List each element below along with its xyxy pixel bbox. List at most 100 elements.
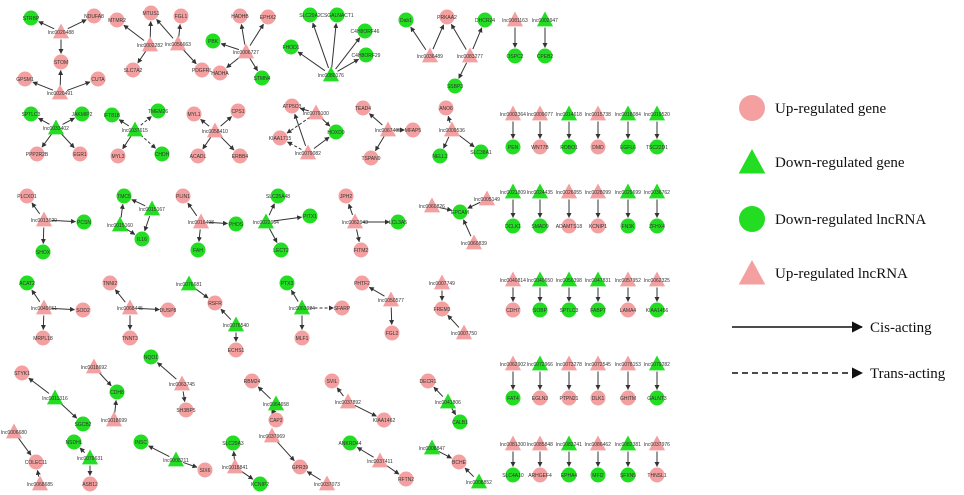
node-Dab1[interactable]: Dab1: [398, 12, 414, 28]
node-p10b[interactable]: KCNIP1: [589, 218, 607, 234]
node-lnc0016498[interactable]: lnc0016498: [188, 213, 214, 229]
node-p8b[interactable]: SMAD9: [531, 218, 549, 234]
node-lnc0007750[interactable]: lnc0007750: [451, 324, 477, 340]
node-lnc0079100[interactable]: lnc0079100: [303, 104, 329, 120]
node-PDGFRL[interactable]: PDGFRL: [192, 62, 213, 78]
node-lnc0060839[interactable]: lnc0060839: [461, 234, 487, 250]
node-p15b[interactable]: SPTLC3: [560, 302, 579, 318]
node-FITM2[interactable]: FITM2: [353, 242, 369, 258]
node-PPP2R2B[interactable]: PPP2R2B: [26, 146, 49, 162]
node-TNNT3[interactable]: TNNT3: [122, 330, 138, 346]
node-TMEM26[interactable]: TMEM26: [148, 103, 169, 119]
node-MYL1[interactable]: MYL1: [186, 106, 202, 122]
node-p9b[interactable]: ADAMTS18: [556, 218, 583, 234]
node-IL16[interactable]: IL16: [134, 231, 150, 247]
node-KIAA1715[interactable]: KIAA1715: [269, 130, 292, 146]
node-RBM24[interactable]: RBM24: [244, 373, 261, 389]
node-DHCR24[interactable]: DHCR24: [475, 12, 495, 28]
node-ERBB4[interactable]: ERBB4: [232, 148, 249, 164]
node-p25a[interactable]: lnc0081300: [500, 435, 526, 451]
node-p7a[interactable]: lnc0021809: [500, 183, 526, 199]
node-SLC29A2[interactable]: SLC29A2: [299, 7, 321, 23]
node-lnc0020491[interactable]: lnc0020491: [47, 84, 73, 100]
node-lnc0033402[interactable]: lnc0033402: [43, 119, 69, 135]
node-MFAP5[interactable]: MFAP5: [405, 122, 422, 138]
node-p14b[interactable]: SOBP: [532, 302, 548, 318]
node-lnc0037892[interactable]: lnc0037892: [335, 393, 361, 409]
node-GPSM1[interactable]: GPSM1: [16, 71, 34, 87]
node-lnc0018699[interactable]: lnc0018699: [101, 411, 127, 427]
node-SPTLC3[interactable]: SPTLC3: [22, 106, 41, 122]
node-lnc0049651[interactable]: lnc0049651: [31, 299, 57, 315]
node-p5b[interactable]: EGFL6: [620, 139, 636, 155]
node-lnc0076681[interactable]: lnc0076681: [176, 275, 202, 291]
node-lnc0007749[interactable]: lnc0007749: [429, 274, 455, 290]
node-p18a[interactable]: lnc0062325: [644, 271, 670, 287]
node-PITX1[interactable]: PITX1: [302, 208, 318, 224]
node-HADHA[interactable]: HADHA: [211, 65, 229, 81]
node-FREM3[interactable]: FREM3: [434, 301, 451, 317]
node-SGCB2[interactable]: SGCB2: [75, 416, 92, 432]
node-p9a[interactable]: lnc0026955: [556, 183, 582, 199]
node-PCSN[interactable]: PCSN: [76, 214, 92, 230]
node-MTMR2[interactable]: MTMR2: [108, 12, 126, 28]
node-FGL1[interactable]: FGL1: [173, 8, 189, 24]
node-p16b[interactable]: FABP7: [590, 302, 606, 318]
node-p30a[interactable]: lnc0037976: [644, 435, 670, 451]
node-p3a[interactable]: lnc0014618: [556, 105, 582, 121]
node-NELL2[interactable]: NELL2: [432, 148, 448, 164]
node-lnc0036489[interactable]: lnc0036489: [417, 47, 443, 63]
node-lnc0079082[interactable]: lnc0079082: [295, 144, 321, 160]
node-lnc0015160[interactable]: lnc0015160: [107, 216, 133, 232]
node-lnc0056663[interactable]: lnc0056663: [165, 35, 191, 51]
node-ACADL[interactable]: ACADL: [190, 148, 207, 164]
node-p20a[interactable]: lnc0072966: [527, 355, 553, 371]
node-p18b[interactable]: KIAA1456: [646, 302, 669, 318]
node-C4H8ORF46[interactable]: C4H8ORF46: [351, 23, 380, 39]
node-p12b[interactable]: ZFHX4: [649, 218, 665, 234]
node-TNNI2[interactable]: TNNI2: [102, 275, 118, 291]
node-lnc0081163[interactable]: lnc0081163: [502, 11, 528, 27]
node-HOXD9[interactable]: HOXD9: [327, 124, 345, 140]
node-TSPAN9[interactable]: TSPAN9: [361, 150, 381, 166]
node-lnc0037073[interactable]: lnc0037073: [314, 475, 340, 491]
node-ASB12[interactable]: ASB12: [82, 476, 98, 492]
node-lnc0068685[interactable]: lnc0068685: [27, 475, 53, 491]
node-GPR39[interactable]: GPR39: [292, 459, 309, 475]
node-CAP2[interactable]: CAP2: [268, 412, 284, 428]
node-lnc0006727[interactable]: lnc0006727: [233, 43, 259, 59]
node-HADHB[interactable]: HADHB: [231, 8, 249, 24]
node-SSBP3[interactable]: SSBP3: [447, 78, 463, 94]
node-p23a[interactable]: lnc0078153: [615, 355, 641, 371]
node-MRPL18[interactable]: MRPL18: [33, 330, 53, 346]
node-ANKRD44[interactable]: ANKRD44: [338, 435, 362, 451]
node-lnc0060826[interactable]: lnc0060826: [419, 197, 445, 213]
node-p29a[interactable]: lnc0082381: [615, 435, 641, 451]
node-lnc0008852[interactable]: lnc0008852: [466, 473, 492, 489]
node-PTX3[interactable]: PTX3: [279, 275, 295, 291]
node-p10a[interactable]: lnc0028099: [585, 183, 611, 199]
node-p14a[interactable]: lnc0040650: [527, 271, 553, 287]
node-lnc0083277[interactable]: lnc0083277: [457, 47, 483, 63]
node-PHOS[interactable]: PHOS: [228, 216, 244, 232]
node-p20b[interactable]: EGLN3: [532, 390, 549, 406]
node-PLCXD1[interactable]: PLCXD1: [17, 188, 37, 204]
node-p29b[interactable]: SFXN5: [620, 467, 636, 483]
node-lnc0080176[interactable]: lnc0080176: [318, 66, 344, 82]
node-p19a[interactable]: lnc0062902: [500, 355, 526, 371]
node-CHDH[interactable]: CHDH: [154, 146, 170, 162]
node-CDH8[interactable]: CDH8: [109, 384, 125, 400]
node-p7b[interactable]: DCLK1: [505, 218, 521, 234]
node-DUSP8[interactable]: DUSP8: [160, 302, 177, 318]
node-lnc0002947[interactable]: lnc0002947: [532, 11, 558, 27]
node-p30b[interactable]: THNSL1: [647, 467, 667, 483]
node-ECHS1[interactable]: ECHS1: [228, 342, 245, 358]
node-p28a[interactable]: lnc0086462: [585, 435, 611, 451]
node-lnc0037969[interactable]: lnc0037969: [259, 427, 285, 443]
node-STOM[interactable]: STOM: [53, 54, 69, 70]
node-INSC[interactable]: INSC: [133, 434, 149, 450]
node-p22b[interactable]: DLK1: [590, 390, 606, 406]
node-NSDHL[interactable]: NSDHL: [66, 434, 83, 450]
node-lnc0037411[interactable]: lnc0037411: [367, 452, 393, 468]
node-JAKMIP2[interactable]: JAKMIP2: [72, 106, 93, 122]
